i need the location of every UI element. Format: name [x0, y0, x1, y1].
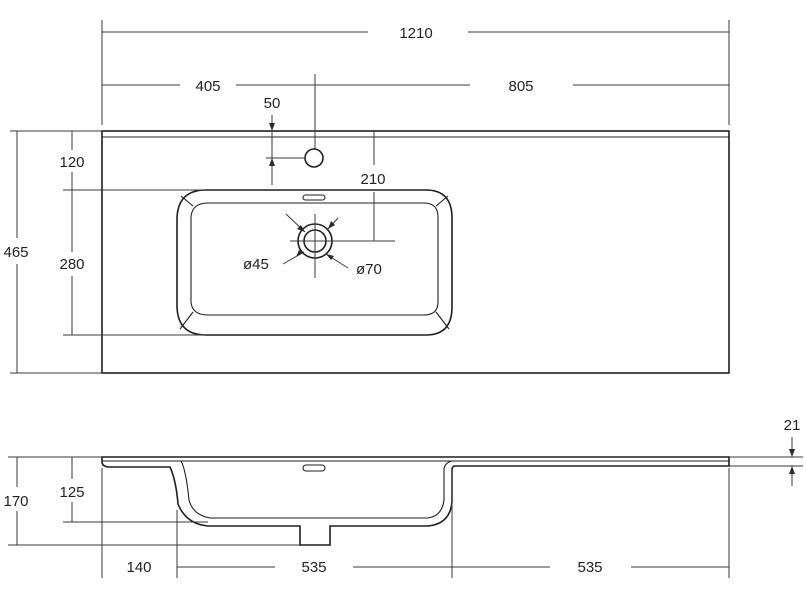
dim-label-depth: 465: [3, 244, 28, 261]
countertop-outline: [101, 130, 730, 374]
arrow-head: [269, 158, 275, 166]
dim-label-right-offset: 805: [508, 78, 533, 95]
section-profile: [101, 456, 730, 546]
dim-label-front-to-bowl: 120: [59, 154, 84, 171]
dim-label-right-deck: 535: [577, 559, 602, 576]
dim-label-bowl-width: 535: [301, 559, 326, 576]
dim-label-overall-width: 1210: [399, 25, 432, 42]
dim-label-tap-to-drain: 210: [360, 171, 385, 188]
overflow-slot: [302, 464, 326, 472]
dim-label-drain-outer-diameter: ø70: [356, 261, 382, 278]
arrow-head: [297, 225, 305, 232]
tap-hole: [304, 148, 324, 168]
arrow-head: [326, 254, 334, 260]
dim-label-left-margin: 140: [126, 559, 151, 576]
arrow-head: [328, 221, 335, 229]
section-inner-profile: [180, 460, 453, 519]
dim-label-left-offset: 405: [195, 78, 220, 95]
dim-label-total-height: 170: [3, 493, 28, 510]
arrow-head: [269, 123, 275, 131]
overflow-slot: [302, 194, 326, 201]
dim-label-deck-thickness: 21: [784, 417, 801, 434]
basin-outer: [176, 189, 453, 336]
basin-corner-line: [435, 311, 450, 330]
basin-corner-line: [180, 195, 194, 207]
arrow-head: [789, 466, 795, 474]
section-view: 21 170 125 140 535 535: [3, 417, 803, 578]
arrow-head: [296, 250, 304, 257]
dim-label-tap-offset: 50: [264, 95, 281, 112]
dim-label-drain-diameter: ø45: [243, 256, 269, 273]
dim-label-bowl-height: 125: [59, 484, 84, 501]
basin-corner-line: [435, 195, 449, 207]
basin-inner: [190, 202, 439, 316]
dim-label-bowl-depth: 280: [59, 256, 84, 273]
basin-corner-line: [179, 311, 194, 330]
arrow-head: [789, 449, 795, 457]
plan-view: 1210 405 805 50 210 465 120 280: [3, 20, 730, 374]
